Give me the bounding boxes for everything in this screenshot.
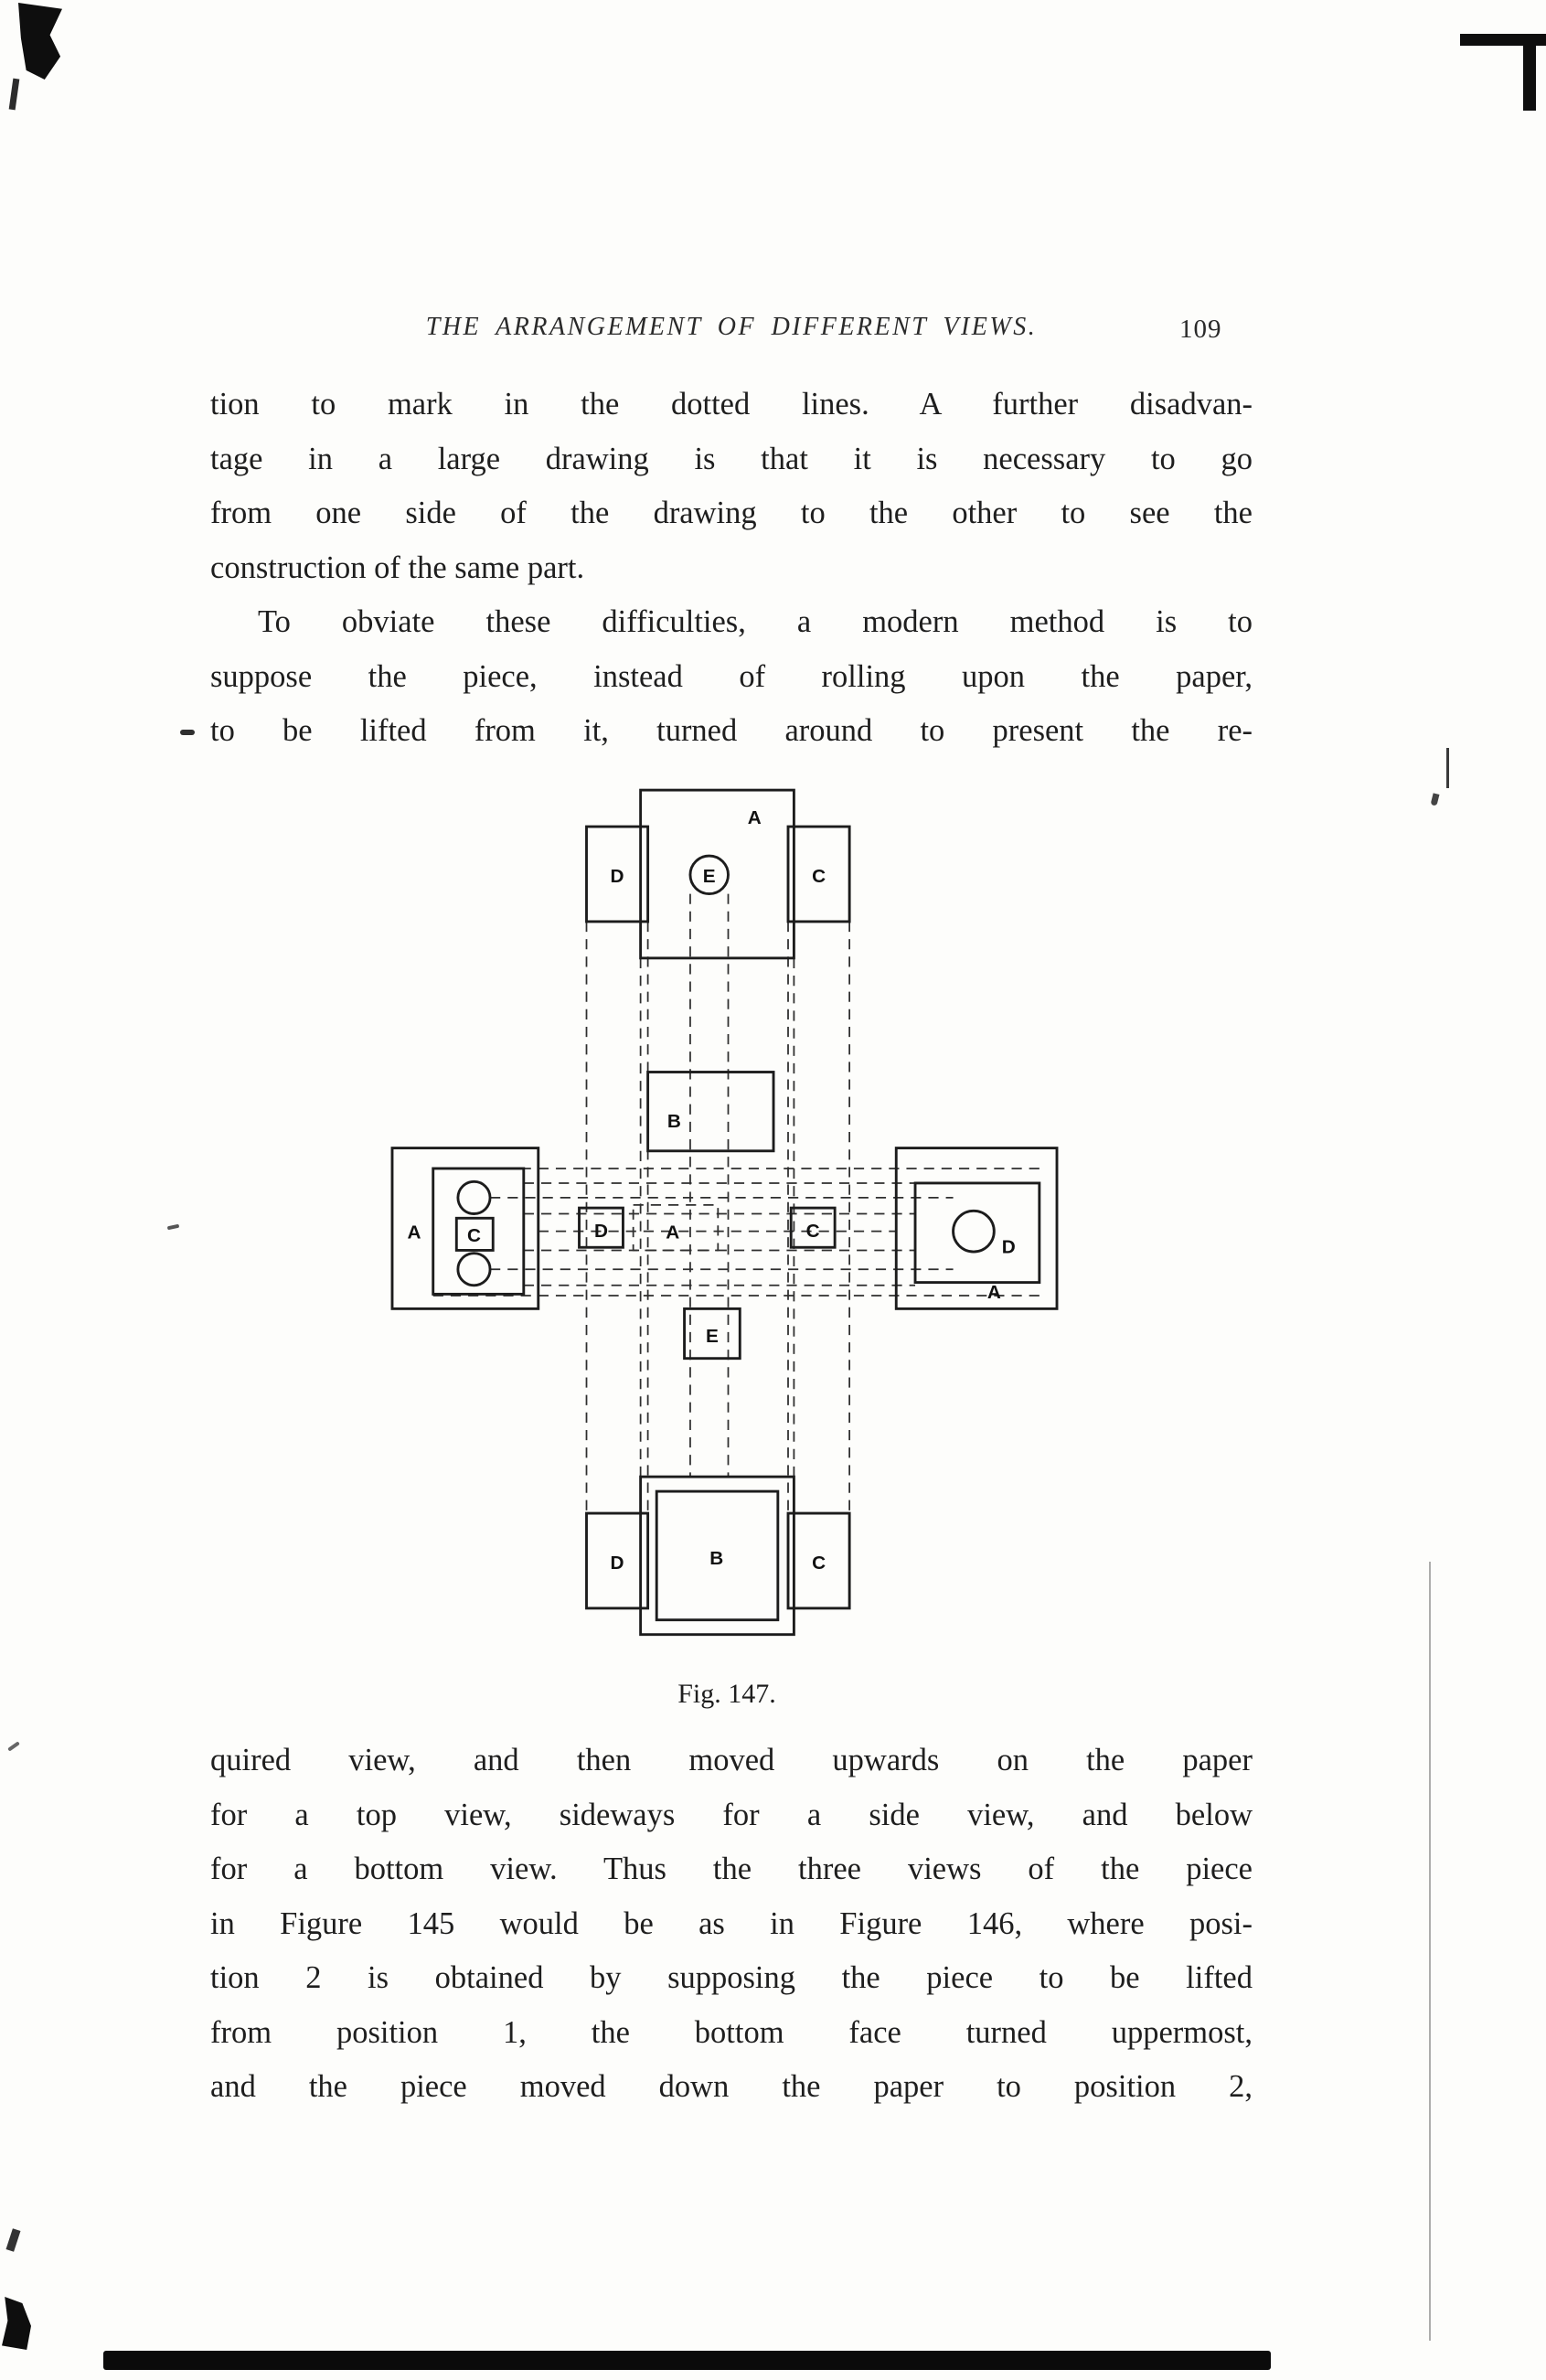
scan-artifact-right-comma (1430, 793, 1440, 806)
right-view-outline (894, 1147, 1059, 1310)
scan-artifact-margin-dash (180, 730, 195, 735)
text-line: tion 2 is obtained by supposing the piec… (210, 1960, 1253, 1995)
text-line: quired view, and then moved upwards on t… (210, 1743, 1253, 1777)
view-label-mid-b: B (667, 1111, 681, 1132)
text-line: for a bottom view. Thus the three views … (210, 1852, 1253, 1886)
view-label-top-a: A (748, 807, 762, 828)
left-hole-bottom-circle (456, 1252, 492, 1287)
text-line: from one side of the drawing to the othe… (210, 496, 1253, 530)
view-label-bottom-b: B (709, 1548, 723, 1569)
page-number: 109 (1179, 315, 1222, 344)
scan-artifact-right-edge-line (1429, 1562, 1431, 2341)
top-hole-circle (688, 854, 730, 896)
bottom-view-outline (639, 1475, 795, 1637)
scan-artifact-margin-tilde (166, 1223, 180, 1231)
view-label-center-c: C (806, 1221, 820, 1242)
scan-artifact-top-left (18, 3, 62, 80)
view-label-right-a: A (987, 1282, 1001, 1303)
text-line: suppose the piece, instead of rolling up… (210, 658, 1253, 694)
view-label-bottom-d: D (611, 1553, 624, 1574)
scan-artifact-bottom-bar (103, 2351, 1271, 2370)
scan-artifact-right-mark (1446, 748, 1449, 788)
text-line: To obviate these difficulties, a modern … (258, 604, 1253, 639)
left-view-inner (432, 1167, 526, 1296)
bottom-view-inner (655, 1489, 780, 1622)
running-title: THE ARRANGEMENT OF DIFFERENT VIEWS. (425, 313, 1038, 341)
scan-artifact-margin-check (7, 1741, 20, 1752)
view-label-left-a: A (407, 1222, 421, 1243)
scan-artifact-top-right-corner-2 (1523, 34, 1536, 111)
bottom-right-lug (786, 1511, 851, 1610)
view-label-right-d: D (1002, 1237, 1016, 1258)
view-outlines (390, 788, 1059, 1637)
view-label-top-e: E (703, 866, 716, 887)
b-box (646, 1071, 775, 1153)
left-c-box (454, 1216, 495, 1252)
top-view-outline (639, 788, 795, 960)
text-line: tion to mark in the dotted lines. A furt… (210, 387, 1253, 422)
scan-artifact-bottom-left-1 (5, 2228, 21, 2252)
right-hole-circle (952, 1209, 996, 1254)
text-line: to be lifted from it, turned around to p… (210, 713, 1253, 748)
projection-lines (432, 893, 1040, 1514)
right-view-inner (913, 1181, 1041, 1285)
projection-drawing-svg: A D E C B A C D A C D A E D B C (390, 788, 1059, 1637)
view-labels: A D E C B A C D A C D A E D B C (407, 807, 1015, 1574)
text-line: for a top view, sideways for a side view… (210, 1797, 1253, 1832)
left-view-outline (390, 1147, 540, 1310)
e-box (683, 1307, 741, 1361)
view-label-bottom-c: C (812, 1553, 826, 1574)
view-label-mid-e: E (706, 1326, 719, 1347)
view-label-center-d: D (594, 1221, 608, 1242)
scan-artifact-top-left-2 (8, 78, 20, 111)
center-d-box (578, 1206, 624, 1249)
text-line: in Figure 145 would be as in Figure 146,… (210, 1905, 1253, 1941)
text-line: from position 1, the bottom face turned … (210, 2014, 1253, 2050)
figure-147: A D E C B A C D A C D A E D B C (385, 775, 1072, 1652)
text-line: and the piece moved down the paper to po… (210, 2069, 1253, 2104)
text-line: construction of the same part. (210, 550, 585, 585)
body-text-lower: quired view, and then moved upwards on t… (210, 1734, 1253, 2115)
top-left-lug (585, 825, 650, 923)
left-hole-top-circle (456, 1179, 492, 1215)
page-header: THE ARRANGEMENT OF DIFFERENT VIEWS. 109 (210, 313, 1253, 353)
center-c-box (789, 1206, 837, 1249)
view-label-top-d: D (611, 866, 624, 887)
scan-artifact-bottom-left-2 (2, 2297, 31, 2350)
text-line: tage in a large drawing is that it is ne… (210, 441, 1253, 476)
body-text-upper: tion to mark in the dotted lines. A furt… (210, 378, 1253, 759)
view-label-top-c: C (812, 866, 826, 887)
bottom-left-lug (585, 1511, 650, 1610)
top-right-lug (786, 825, 851, 923)
view-label-center-a: A (666, 1222, 679, 1243)
figure-caption: Fig. 147. (677, 1679, 776, 1709)
view-label-left-c: C (467, 1225, 481, 1246)
